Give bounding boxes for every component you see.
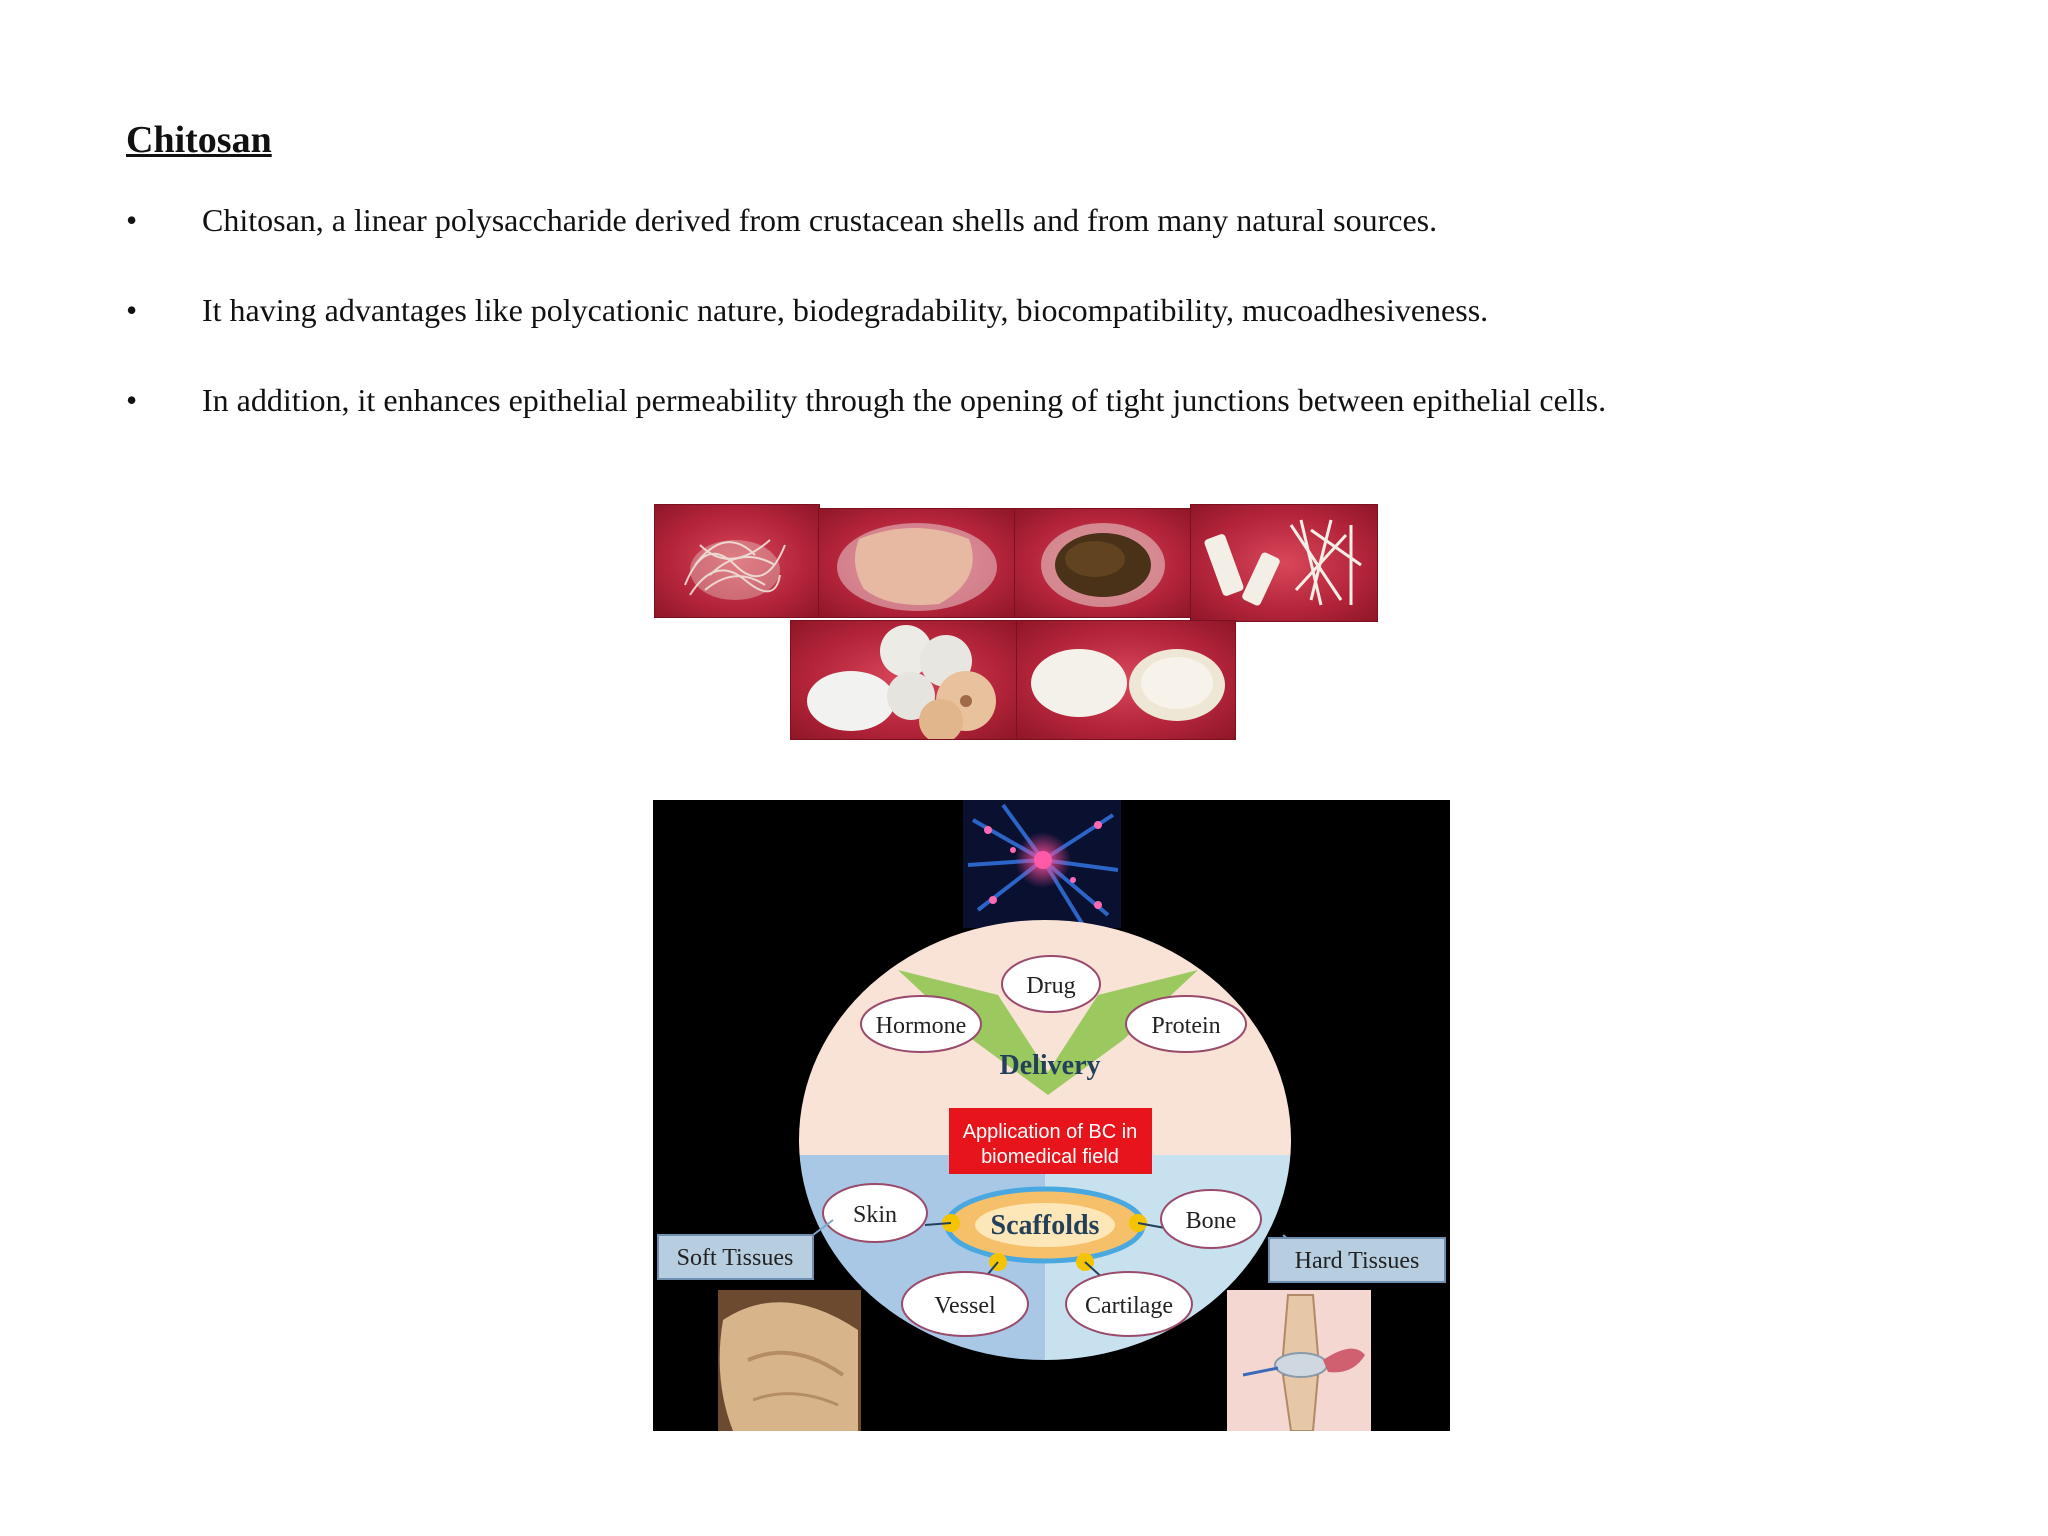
svg-text:Bone: Bone — [1186, 1208, 1237, 1234]
svg-text:Drug: Drug — [1026, 973, 1075, 999]
bullet-marker: • — [126, 382, 138, 418]
skin-photo — [718, 1290, 861, 1431]
soft-tissues-tag: Soft Tissues — [657, 1219, 834, 1280]
disc-sample-photo — [790, 620, 1018, 740]
delivery-label: Delivery — [999, 1050, 1100, 1081]
scaffold-hub: Scaffolds — [924, 1186, 1166, 1281]
svg-text:Cartilage: Cartilage — [1085, 1293, 1173, 1319]
svg-text:Hormone: Hormone — [876, 1013, 967, 1039]
delivery-arrow — [898, 970, 1198, 1095]
svg-text:Soft Tissues: Soft Tissues — [677, 1245, 794, 1271]
neuron-image — [963, 800, 1121, 928]
knee-implant-photo — [1227, 1290, 1371, 1431]
slide-title: Chitosan — [126, 119, 272, 161]
chitosan-samples-collage — [654, 504, 1378, 740]
cartilage-node: Cartilage — [1065, 1271, 1193, 1337]
svg-text:Vessel: Vessel — [934, 1293, 996, 1319]
protein-node: Protein — [1125, 995, 1247, 1053]
flake-sample-photo — [1016, 620, 1236, 740]
svg-text:Application of BC in: Application of BC in — [963, 1121, 1138, 1143]
svg-text:Skin: Skin — [853, 1202, 897, 1228]
center-label-box: Application of BC in biomedical field — [949, 1108, 1152, 1174]
svg-text:Scaffolds: Scaffolds — [991, 1210, 1100, 1241]
strip-sample-photo — [1190, 504, 1378, 622]
biomedical-applications-diagram: Drug Hormone Protein Delivery Applicatio… — [653, 800, 1450, 1431]
svg-text:biomedical field: biomedical field — [981, 1146, 1119, 1168]
hard-tissues-tag: Hard Tissues — [1268, 1234, 1446, 1283]
skin-node: Skin — [822, 1183, 928, 1243]
svg-text:Hard Tissues: Hard Tissues — [1295, 1248, 1420, 1274]
bullet-text: It having advantages like polycationic n… — [202, 292, 1489, 328]
bone-node: Bone — [1160, 1189, 1262, 1249]
bullet-text: In addition, it enhances epithelial perm… — [202, 382, 1607, 418]
vessel-node: Vessel — [901, 1271, 1029, 1337]
film-sample-photo — [818, 508, 1016, 618]
hormone-node: Hormone — [860, 995, 982, 1053]
fibrous-sample-photo — [654, 504, 820, 618]
bullet-marker: • — [126, 202, 138, 238]
svg-text:Protein: Protein — [1151, 1013, 1220, 1039]
drug-node: Drug — [1001, 955, 1101, 1013]
powder-sample-photo — [1014, 508, 1192, 618]
bullet-marker: • — [126, 292, 138, 328]
bullet-text: Chitosan, a linear polysaccharide derive… — [202, 202, 1438, 238]
